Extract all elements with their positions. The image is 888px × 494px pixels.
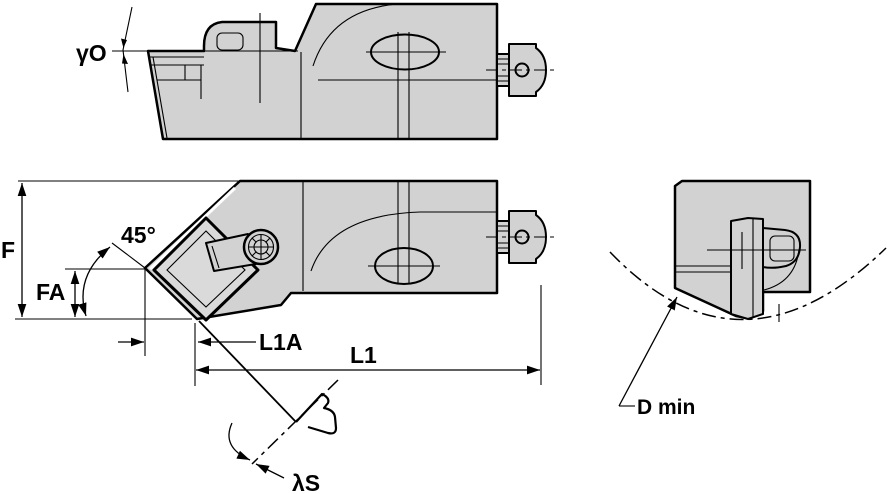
screw-neck-ticks-front [498, 225, 508, 249]
insert-block-end [730, 217, 764, 320]
label-lambda-s: λS [292, 470, 320, 494]
label-lead-angle: 45° [121, 222, 156, 248]
clamp-front-detail [216, 32, 244, 51]
insert-pocket-lines [150, 56, 204, 99]
inclination-edge-line [198, 320, 297, 423]
clamp-end-inner [769, 235, 795, 262]
clamp-end [762, 227, 802, 269]
rake-angle-line [122, 6, 133, 93]
blend-radius-front [310, 211, 497, 272]
label-rake-angle: γO [76, 40, 107, 66]
clamp-end-radius [763, 249, 800, 291]
insert-corner-sketch [295, 392, 338, 435]
dimension-annotations: F FA 45° L1A L1 λS [1, 180, 542, 494]
screw-neck-ticks-side [498, 58, 508, 82]
clamp-screw-mid-ring [247, 233, 275, 261]
label-l1a: L1A [259, 329, 302, 355]
holder-body-side [146, 2, 499, 141]
lead-angle-arc [78, 246, 111, 317]
through-hole-front [374, 247, 434, 285]
label-fa: FA [36, 279, 65, 305]
rake-arrow-upper [121, 38, 127, 48]
front-view [143, 179, 558, 322]
label-f: F [1, 237, 15, 263]
nose-inner-edge [152, 56, 168, 139]
rake-arrow-lower [122, 54, 128, 64]
clamp-screw-torx-marks [249, 235, 273, 259]
d-min-leader [618, 296, 678, 407]
pocket-relief-gap [148, 186, 237, 271]
lambda-s-leader [255, 463, 285, 479]
clamp-nose-line [211, 245, 220, 269]
end-view: D min [609, 179, 887, 419]
hole-centerlines-side [366, 32, 446, 138]
label-l1: L1 [350, 342, 377, 368]
through-hole-side [370, 33, 440, 71]
hole-centerlines-front [368, 182, 440, 284]
blend-radius-side [312, 3, 398, 67]
lead-angle-line [111, 242, 146, 269]
label-d-min: D min [637, 396, 695, 419]
inclination-centerline [251, 379, 339, 465]
lambda-s-arc [228, 422, 251, 461]
crosshair-end [707, 232, 806, 269]
side-view: γO [76, 2, 558, 141]
